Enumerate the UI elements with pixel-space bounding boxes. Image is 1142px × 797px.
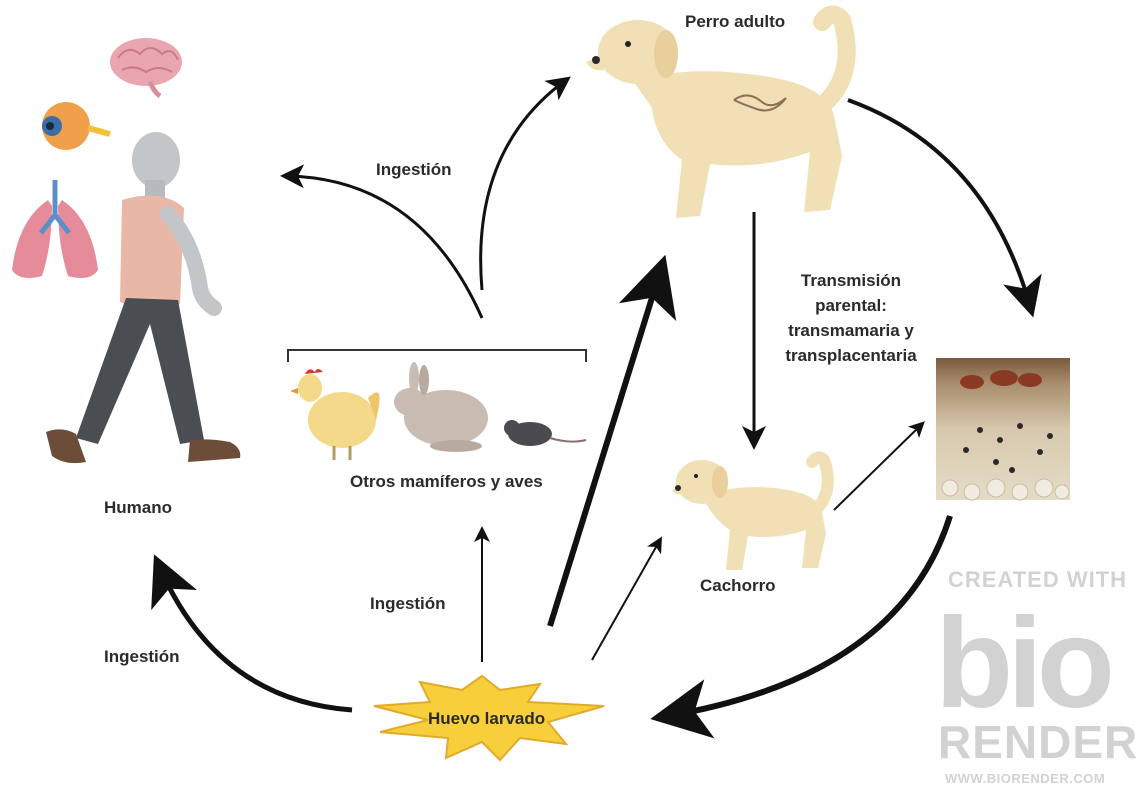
parental-line-4: transplacentaria bbox=[766, 343, 936, 368]
watermark-render: RENDER bbox=[938, 715, 1138, 769]
arrow-hosts-to-adult-dog bbox=[481, 80, 566, 290]
label-parental-transmission: Transmisión parental: transmamaria y tra… bbox=[766, 268, 936, 368]
hen-icon bbox=[290, 369, 380, 460]
watermark-created-with: CREATED WITH bbox=[948, 567, 1127, 593]
arrow-hosts-to-human bbox=[286, 176, 482, 318]
arrow-egg-to-human bbox=[160, 568, 352, 710]
label-puppy: Cachorro bbox=[700, 576, 776, 596]
puppy-illustration bbox=[672, 457, 828, 570]
adult-dog-illustration bbox=[586, 14, 847, 218]
label-egg: Huevo larvado bbox=[428, 709, 545, 729]
label-adult-dog: Perro adulto bbox=[685, 12, 785, 32]
parental-line-1: Transmisión bbox=[766, 268, 936, 293]
arrow-egg-to-puppy bbox=[592, 540, 660, 660]
soil-illustration bbox=[936, 358, 1070, 500]
arrow-egg-to-adult-dog bbox=[550, 272, 660, 626]
label-ingestion-middle: Ingestión bbox=[370, 594, 446, 614]
mouse-icon bbox=[504, 420, 586, 446]
label-ingestion-left: Ingestión bbox=[104, 647, 180, 667]
lungs-icon bbox=[12, 180, 98, 278]
hosts-bracket bbox=[288, 350, 586, 362]
parental-line-3: transmamaria y bbox=[766, 318, 936, 343]
label-ingestion-top: Ingestión bbox=[376, 160, 452, 180]
arrow-puppy-to-soil bbox=[834, 424, 922, 510]
watermark-url: WWW.BIORENDER.COM bbox=[945, 771, 1105, 786]
watermark-bio: bio bbox=[935, 600, 1109, 728]
rabbit-icon bbox=[394, 362, 488, 452]
human-illustration bbox=[46, 132, 240, 463]
label-human: Humano bbox=[104, 498, 172, 518]
parental-line-2: parental: bbox=[766, 293, 936, 318]
brain-icon bbox=[110, 38, 182, 96]
eye-icon bbox=[42, 102, 110, 150]
label-other-hosts: Otros mamíferos y aves bbox=[350, 472, 543, 492]
